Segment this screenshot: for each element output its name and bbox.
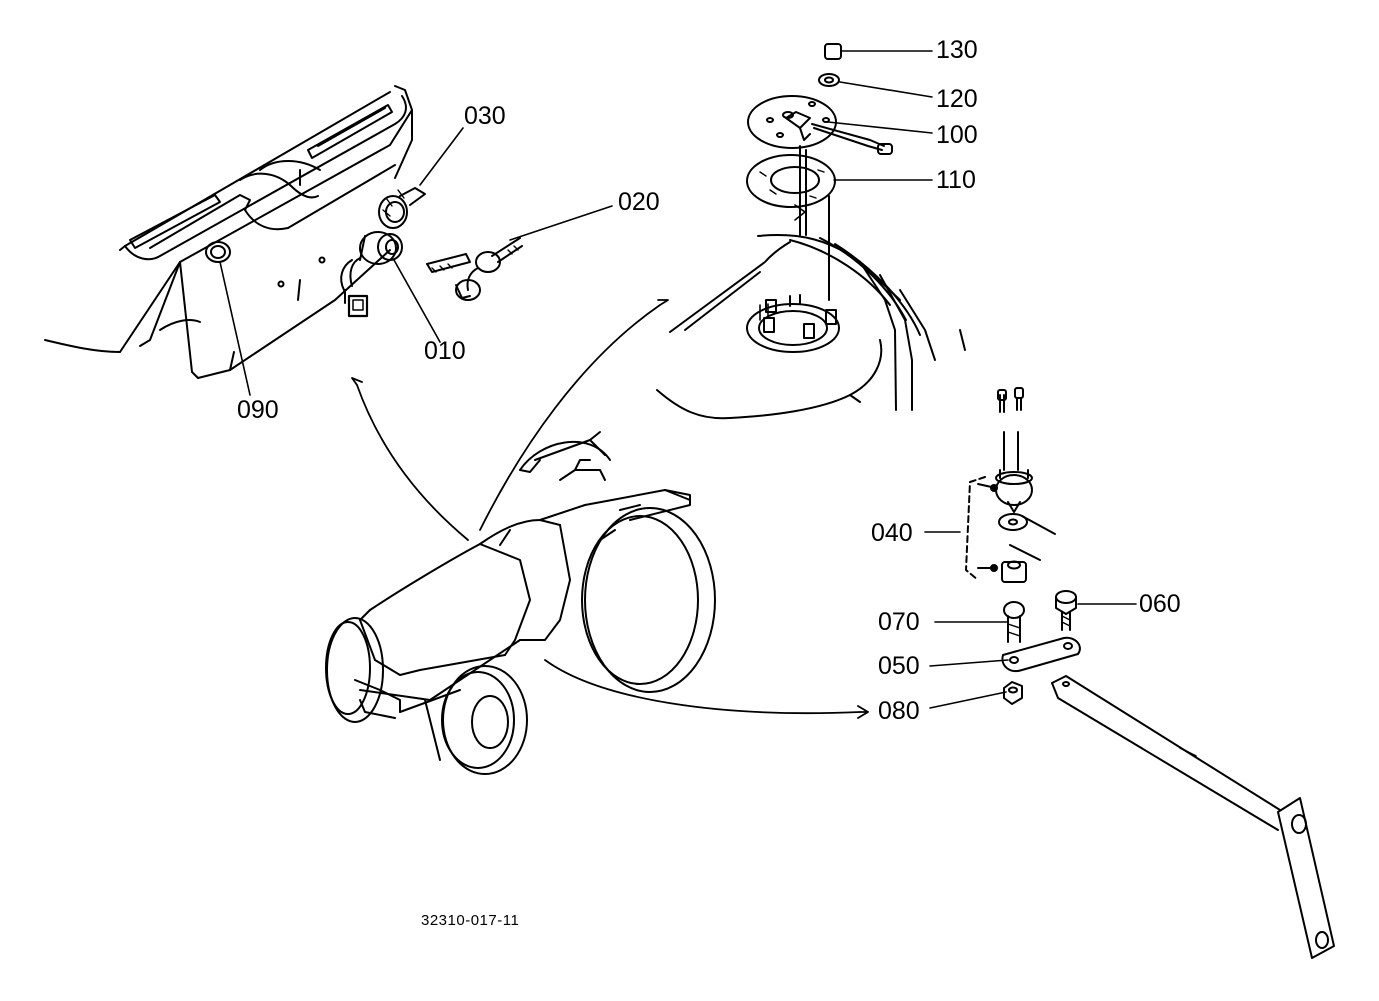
callout-100: 100 xyxy=(936,121,978,149)
fuel-sender-assembly xyxy=(746,43,893,301)
drawing-number: 32310-017-11 xyxy=(421,912,520,929)
callout-020: 020 xyxy=(618,188,660,216)
tractor-illustration xyxy=(325,431,716,775)
callout-030: 030 xyxy=(464,102,506,130)
switch-030 xyxy=(378,187,426,229)
callout-010: 010 xyxy=(424,337,466,365)
keys-020 xyxy=(426,237,523,301)
callout-090: 090 xyxy=(237,396,279,424)
callout-120: 120 xyxy=(936,85,978,113)
callout-130: 130 xyxy=(936,36,978,64)
sensor-assembly-040 xyxy=(965,387,1056,583)
linkage-parts xyxy=(1001,590,1335,959)
callout-080: 080 xyxy=(878,697,920,725)
callout-110: 110 xyxy=(936,166,976,194)
knob-090 xyxy=(205,241,231,263)
leader-lines xyxy=(219,50,1137,709)
reference-arrows xyxy=(351,299,869,719)
fuel-tank xyxy=(656,234,966,420)
callout-040: 040 xyxy=(871,519,913,547)
key-switch-010 xyxy=(340,231,403,318)
callout-060: 060 xyxy=(1139,590,1181,618)
callout-070: 070 xyxy=(878,608,920,636)
callout-050: 050 xyxy=(878,652,920,680)
dashboard-panel xyxy=(44,85,413,379)
